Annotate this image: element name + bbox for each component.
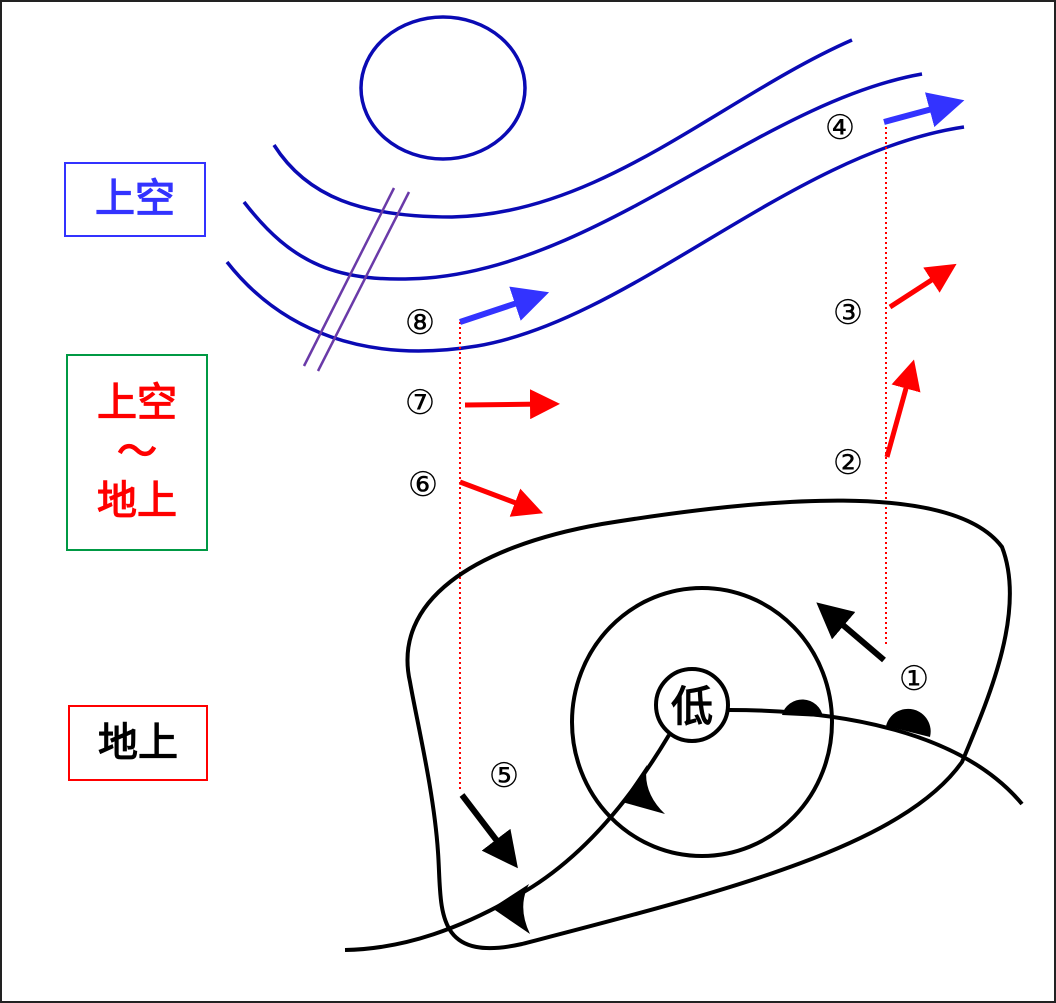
warm-front-symbol [886, 708, 931, 737]
marker-6: ⑥ [408, 465, 438, 505]
marker-1: ① [899, 659, 929, 699]
cold-front-symbol [492, 884, 530, 934]
warm-front [728, 708, 1024, 806]
surface-isobar-inner [570, 586, 834, 858]
label-line1: 上空 [97, 380, 177, 427]
upper-contour-1 [272, 38, 853, 219]
cold-front-symbol [622, 765, 665, 814]
label-upper-to-surface: 上空 〜 地上 [66, 354, 208, 551]
label-upper: 上空 [64, 162, 206, 237]
label-upper-text: 上空 [95, 176, 175, 223]
label-surface: 地上 [68, 705, 208, 781]
label-line2: 〜 [117, 429, 157, 476]
marker-5: ⑤ [489, 756, 519, 796]
upper-contour-2 [242, 72, 923, 281]
wind-arrow-8 [459, 286, 550, 325]
low-pressure-center [654, 667, 730, 743]
label-surface-text: 地上 [98, 719, 178, 766]
wind-arrow-7 [464, 389, 560, 420]
wind-arrow-1 [816, 602, 886, 663]
wind-arrow-6 [459, 479, 544, 517]
trough-line [316, 191, 411, 372]
marker-8: ⑧ [405, 303, 435, 343]
low-pressure-label: 低 [671, 682, 713, 731]
label-line3: 地上 [97, 477, 177, 524]
marker-3: ③ [833, 293, 863, 333]
wind-arrow-3 [888, 263, 957, 310]
marker-4: ④ [825, 108, 855, 148]
trough-line [302, 187, 396, 367]
marker-7: ⑦ [405, 383, 435, 423]
wind-arrow-2 [884, 359, 921, 458]
upper-low-contour [359, 15, 527, 161]
upper-contour-3 [225, 125, 965, 353]
wind-arrow-4 [883, 92, 965, 128]
wind-arrow-5 [459, 793, 518, 869]
marker-2: ② [833, 443, 863, 483]
warm-front-symbol [782, 699, 823, 717]
